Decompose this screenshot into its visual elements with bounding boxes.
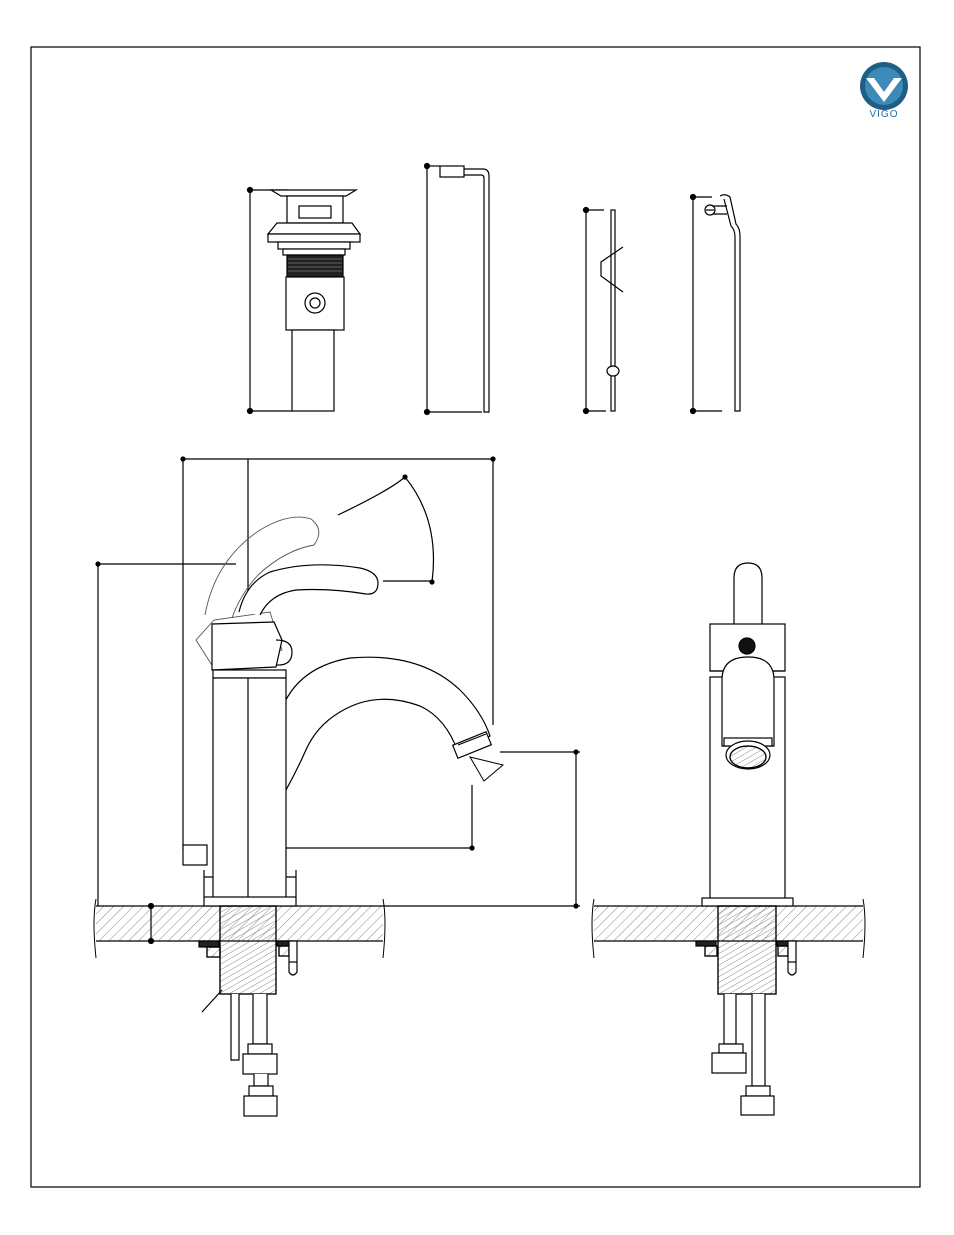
faucet-front-view: [696, 563, 796, 1115]
faucet-side-view: [96, 457, 580, 1116]
clevis-strap: [690, 195, 740, 414]
page-border: [31, 47, 920, 1187]
vigo-v-badge-icon: [860, 62, 908, 110]
brand-name: VIGO: [869, 109, 898, 120]
lift-rod: [424, 164, 489, 415]
pop-up-drain: [247, 188, 360, 414]
pivot-rod: [583, 208, 623, 414]
brand-logo: VIGO: [860, 62, 908, 120]
